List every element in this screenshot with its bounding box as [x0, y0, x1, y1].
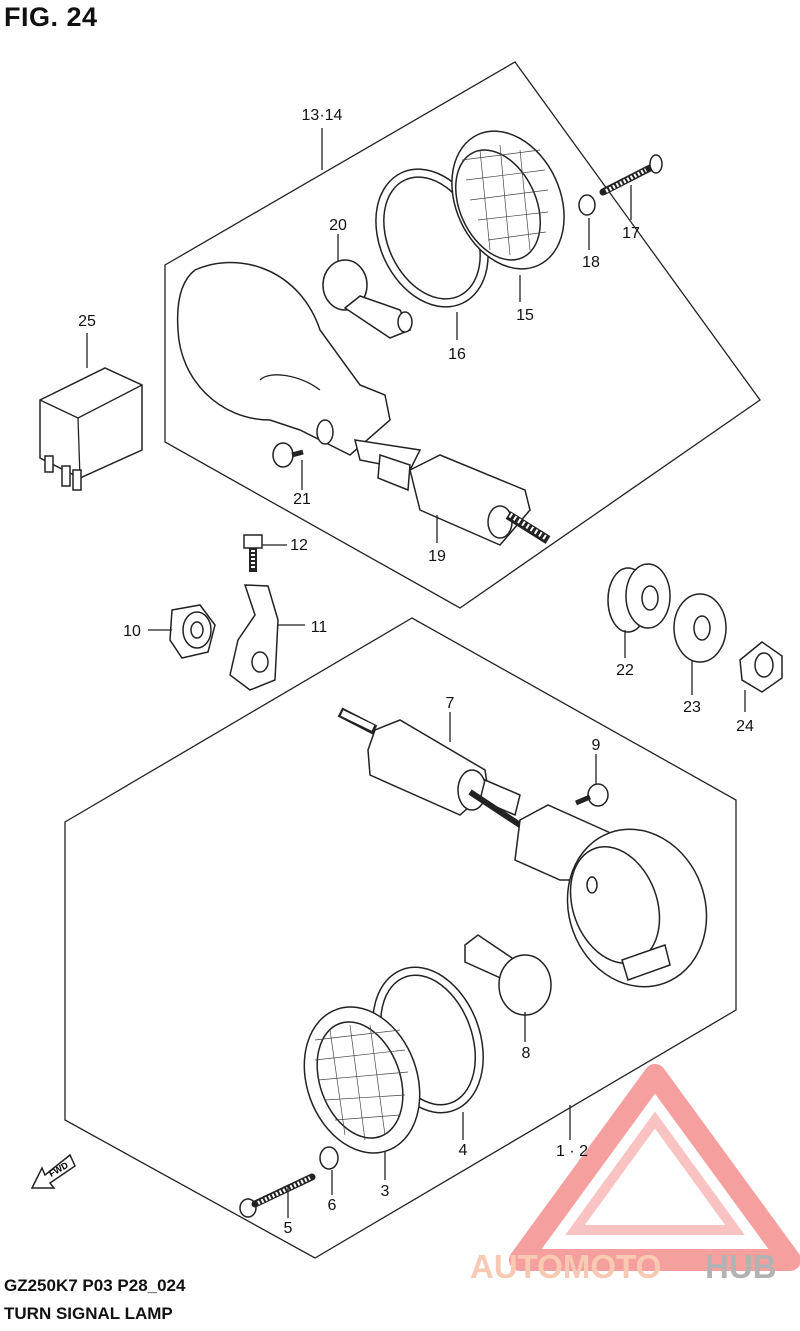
stem-part-19 [377, 453, 551, 546]
stem-part-7 [337, 707, 522, 828]
callout-12: 12 [290, 537, 308, 554]
callout-15: 15 [516, 307, 534, 324]
forward-arrow-icon: FWD [30, 1153, 76, 1189]
callout-9: 9 [592, 737, 601, 754]
callout-8: 8 [522, 1045, 531, 1062]
watermark-logo: AUTOMOTO HUB [470, 1064, 800, 1285]
callout-17: 17 [622, 225, 640, 242]
screw-part-21 [272, 442, 304, 468]
screw-part-5 [239, 1173, 316, 1218]
callout-13-14: 13·14 [302, 107, 343, 124]
nut-part-24 [739, 641, 783, 693]
bulb-part-20 [322, 259, 413, 339]
bulb-part-8 [464, 934, 552, 1016]
lens-part-15 [451, 130, 565, 270]
bolt-part-12 [243, 534, 263, 572]
housing-part-1-2 [514, 804, 708, 988]
figure-caption: TURN SIGNAL LAMP [4, 1304, 173, 1323]
washer-part-23 [673, 593, 727, 663]
screw-part-17 [599, 154, 663, 196]
grommet-part-22 [607, 563, 671, 633]
housing-part-13-14 [176, 261, 422, 471]
callout-24: 24 [736, 718, 754, 735]
model-code: GZ250K7 P03 P28_024 [4, 1276, 186, 1295]
callout-labels: 13·14 20 16 15 18 17 25 21 19 12 10 11 2… [78, 107, 754, 1237]
callout-4: 4 [459, 1142, 468, 1159]
watermark-text-part2: HUB [705, 1248, 777, 1285]
callout-16: 16 [448, 346, 466, 363]
relay-part-25 [39, 367, 143, 491]
washer-part-6 [319, 1146, 339, 1170]
callout-6: 6 [328, 1197, 337, 1214]
callout-10: 10 [123, 623, 141, 640]
callout-20: 20 [329, 217, 347, 234]
nut-part-10 [169, 604, 216, 659]
callout-25: 25 [78, 313, 96, 330]
callout-1-2: 1 · 2 [556, 1143, 588, 1160]
callout-23: 23 [683, 699, 701, 716]
figure-title: FIG. 24 [4, 2, 98, 32]
bracket-part-11 [229, 584, 279, 691]
callout-5: 5 [284, 1220, 293, 1237]
watermark-text-part1: AUTOMOTO [470, 1248, 661, 1285]
callout-19: 19 [428, 548, 446, 565]
callout-21: 21 [293, 491, 311, 508]
lens-part-3 [303, 1006, 421, 1154]
lower-assembly-outline [64, 617, 737, 1259]
upper-assembly-outline [164, 61, 761, 609]
callout-18: 18 [582, 254, 600, 271]
callout-7: 7 [446, 695, 455, 712]
washer-part-18 [578, 194, 596, 216]
leader-lines [86, 128, 746, 1218]
callout-3: 3 [381, 1183, 390, 1200]
callout-11: 11 [311, 619, 328, 636]
screw-part-9 [575, 783, 609, 807]
callout-22: 22 [616, 662, 634, 679]
